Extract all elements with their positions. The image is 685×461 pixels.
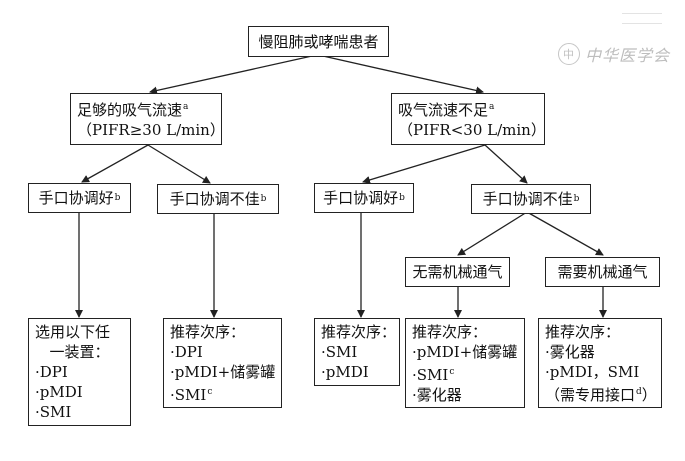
arrow-left-poor [147,144,211,184]
leaf4-title: 推荐次序： [412,323,488,341]
leaf-recommend-order-3: 推荐次序： ·SMI ·pMDI [314,318,400,386]
leaf4-item-smi: ·SMI [412,366,449,384]
leaf3-item-pmdi: ·pMDI [321,363,369,381]
leaf2-item-pmdi-spacer: ·pMDI+储雾罐 [170,363,276,381]
leaf1-item-smi: ·SMI [35,403,72,421]
coord-good-sup-2: b [399,193,405,203]
coord-poor-sup-2: b [573,194,580,204]
no-mech-vent-label: 无需机械通气 [412,263,503,281]
watermark-seal-icon: 中 [558,43,580,65]
leaf4-smi-sup: c [449,367,455,377]
leaf5-item-pmdi-smi: ·pMDI，SMI [545,363,640,381]
watermark-text: 中华医学会 [585,46,671,65]
leaf5-interface-end: ） [641,386,657,404]
leaf1-item-dpi: ·DPI [35,363,68,381]
leaf5-item-interface: （需专用接口 [545,386,636,404]
right-flow-node: 吸气流速不足a （PIFR<30 L/min） [391,93,546,145]
leaf5-item-nebulizer: ·雾化器 [545,343,595,361]
coord-poor-sup-1: b [260,194,267,204]
coord-poor-label-2: 手口协调不佳 [482,190,573,208]
leaf5-title: 推荐次序： [545,323,621,341]
left-flow-sup: a [183,102,189,112]
right-flow-line2: （PIFR<30 L/min） [398,121,546,139]
need-mech-vent-node: 需要机械通气 [545,257,660,287]
no-mech-vent-node: 无需机械通气 [405,257,510,287]
leaf3-item-smi: ·SMI [321,343,358,361]
arrow-poor2-mech [526,211,604,256]
arrow-left-good [81,144,149,183]
arrow-root-left [149,55,313,95]
leaf5-interface-sup: d [636,387,642,397]
left-flow-node: 足够的吸气流速a （PIFR≥30 L/min） [70,93,225,145]
leaf1-item-pmdi: ·pMDI [35,383,83,401]
leaf4-item-pmdi-spacer: ·pMDI+储雾罐 [412,343,518,361]
leaf2-smi-sup: c [207,387,213,397]
arrow-right-good [362,144,486,184]
root-label: 慢阻肺或哮喘患者 [258,32,379,51]
coord-poor-label-1: 手口协调不佳 [169,190,260,208]
corner-mark [622,13,662,24]
right-flow-sup: a [489,102,495,112]
root-node: 慢阻肺或哮喘患者 [248,26,389,57]
arrow-root-right [322,55,484,95]
leaf4-item-nebulizer: ·雾化器 [412,386,462,404]
left-flow-line2: （PIFR≥30 L/min） [77,121,225,139]
left-flow-line1: 足够的吸气流速 [77,101,183,119]
leaf-any-device: 选用以下任 一装置： ·DPI ·pMDI ·SMI [28,318,131,426]
leaf-recommend-order-5: 推荐次序： ·雾化器 ·pMDI，SMI （需专用接口d） [538,318,662,408]
leaf2-item-smi: ·SMI [170,386,207,404]
leaf2-item-dpi: ·DPI [170,343,203,361]
coord-good-label-2: 手口协调好 [323,189,399,207]
coord-good-label-1: 手口协调好 [38,189,114,207]
leaf-recommend-order-4: 推荐次序： ·pMDI+储雾罐 ·SMIc ·雾化器 [405,318,525,408]
leaf1-line2: 一装置： [49,343,110,361]
arrow-poor2-nomech [457,211,528,256]
leaf-recommend-order-2: 推荐次序： ·DPI ·pMDI+储雾罐 ·SMIc [163,318,282,408]
coord-good-sup-1: b [114,193,121,203]
right-flow-line1: 吸气流速不足 [398,101,489,119]
arrow-right-poor [484,144,528,184]
watermark: 中 中华医学会 [558,42,670,66]
leaf3-title: 推荐次序： [321,323,397,341]
leaf1-line1: 选用以下任 [35,323,111,341]
leaf2-title: 推荐次序： [170,323,246,341]
need-mech-vent-label: 需要机械通气 [557,263,648,281]
